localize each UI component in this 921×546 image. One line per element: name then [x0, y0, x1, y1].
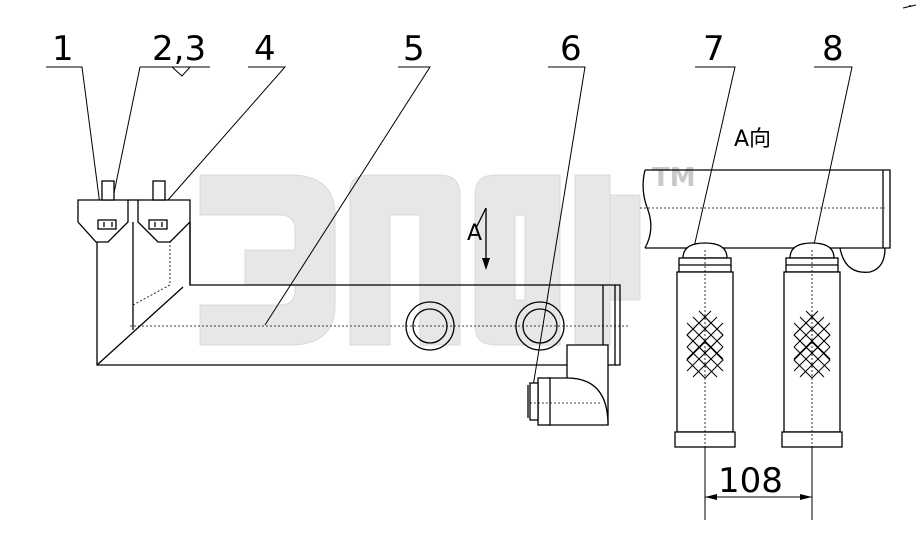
- view-arrow: A: [467, 207, 490, 270]
- dimension-108: 108: [704, 447, 813, 520]
- arrow-label: A: [467, 221, 482, 246]
- watermark: TM: [199, 163, 696, 346]
- mesh-pattern-7: [686, 310, 724, 379]
- part-label-8: 8: [822, 29, 844, 69]
- mesh-pattern-8: [793, 310, 831, 379]
- elbow-fitting: [527, 344, 609, 426]
- part-labels: 1 2,3 4 5 6 7 8: [46, 29, 844, 406]
- part-label-6: 6: [560, 29, 582, 69]
- frame-assembly: [77, 180, 630, 366]
- filter-element-8: [781, 242, 843, 450]
- part-label-2-3: 2,3: [152, 29, 206, 69]
- watermark-tm: TM: [652, 163, 696, 193]
- part-label-5: 5: [403, 29, 425, 69]
- view-label: A向: [734, 127, 771, 152]
- part-label-4: 4: [254, 29, 276, 69]
- part-label-1: 1: [52, 29, 74, 69]
- dimension-text: 108: [718, 461, 783, 501]
- filter-element-7: [674, 242, 736, 450]
- corner-mark: [902, 4, 917, 9]
- upper-pipe: [640, 169, 891, 273]
- leader-8: [799, 66, 853, 311]
- part-label-7: 7: [703, 29, 725, 69]
